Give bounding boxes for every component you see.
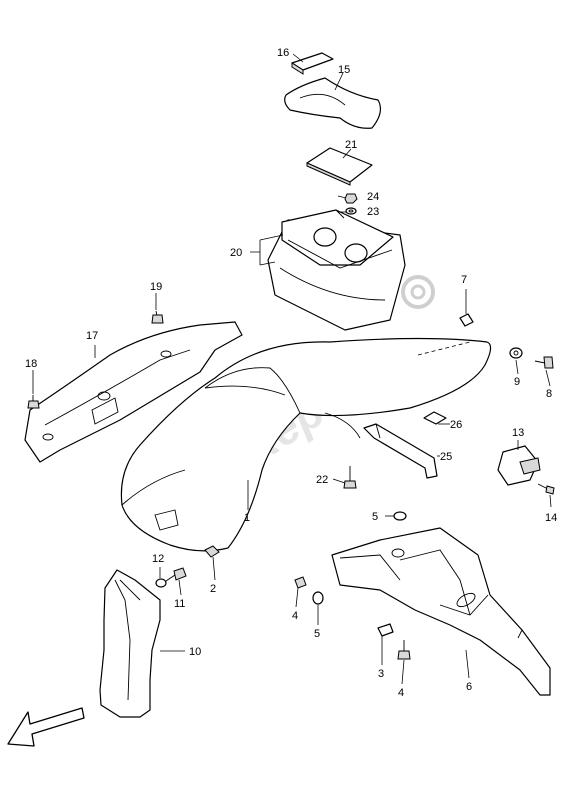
plate-part bbox=[306, 147, 373, 186]
callout-22: 22 bbox=[316, 474, 328, 486]
callout-15: 15 bbox=[338, 64, 350, 76]
grip-part bbox=[363, 423, 438, 479]
washer-part bbox=[345, 207, 357, 215]
callout-numbers: 16 15 21 24 23 20 7 19 17 18 9 8 26 13 2… bbox=[25, 47, 557, 699]
callout-24: 24 bbox=[367, 191, 379, 203]
callout-20: 20 bbox=[230, 247, 242, 259]
callout-1: 1 bbox=[244, 512, 250, 524]
license-bracket-part bbox=[331, 527, 551, 696]
callout-8: 8 bbox=[546, 388, 552, 400]
gear-icon bbox=[401, 275, 435, 309]
callout-17: 17 bbox=[86, 330, 98, 342]
bolt-8-part bbox=[534, 356, 554, 369]
callout-2: 2 bbox=[210, 583, 216, 595]
bolt-4-left-part bbox=[294, 576, 307, 589]
callout-5-top: 5 bbox=[372, 511, 378, 523]
grommet-5-top-part bbox=[393, 511, 407, 521]
callout-23: 23 bbox=[367, 206, 379, 218]
carrier-part bbox=[24, 321, 243, 463]
callout-18: 18 bbox=[25, 358, 37, 370]
bolt-2-part bbox=[204, 545, 220, 558]
callout-6: 6 bbox=[466, 681, 472, 693]
bolt-4-bottom-part bbox=[397, 640, 411, 660]
bolt-18-part bbox=[27, 395, 40, 409]
bolt-19-part bbox=[151, 310, 164, 324]
bolt-11-part bbox=[165, 567, 187, 582]
callout-26: 26 bbox=[450, 419, 462, 431]
tool-bag-part bbox=[284, 77, 382, 129]
callout-19: 19 bbox=[150, 281, 162, 293]
clip-part bbox=[423, 411, 447, 425]
front-direction-arrow-icon bbox=[7, 707, 85, 747]
leader-lines bbox=[32, 53, 552, 685]
washer-12-part bbox=[155, 578, 167, 588]
callout-21: 21 bbox=[345, 139, 357, 151]
callout-16: 16 bbox=[277, 47, 289, 59]
callout-3: 3 bbox=[378, 668, 384, 680]
callout-9: 9 bbox=[514, 376, 520, 388]
callout-25: 25 bbox=[440, 451, 452, 463]
callout-5-left: 5 bbox=[314, 628, 320, 640]
callout-10: 10 bbox=[189, 646, 201, 658]
reflector-part bbox=[497, 445, 541, 486]
clip-7-part bbox=[459, 313, 474, 327]
callout-14: 14 bbox=[545, 512, 557, 524]
callout-4-bottom: 4 bbox=[398, 687, 404, 699]
mudflap-part bbox=[99, 569, 161, 718]
battery-box-part bbox=[267, 209, 406, 331]
callout-4-left: 4 bbox=[292, 610, 298, 622]
bolt-22-part bbox=[343, 466, 357, 489]
washer-9-part bbox=[509, 347, 523, 359]
callout-13: 13 bbox=[512, 427, 524, 439]
callout-11: 11 bbox=[174, 598, 185, 610]
grommet-5-left-part bbox=[312, 591, 324, 605]
screw-14-part bbox=[537, 483, 555, 495]
clip-3-part bbox=[377, 623, 394, 637]
nut-part bbox=[344, 193, 358, 204]
rear-fender-part bbox=[120, 337, 492, 552]
strap-part bbox=[291, 52, 334, 75]
callout-12: 12 bbox=[152, 553, 164, 565]
callout-7: 7 bbox=[461, 274, 467, 286]
